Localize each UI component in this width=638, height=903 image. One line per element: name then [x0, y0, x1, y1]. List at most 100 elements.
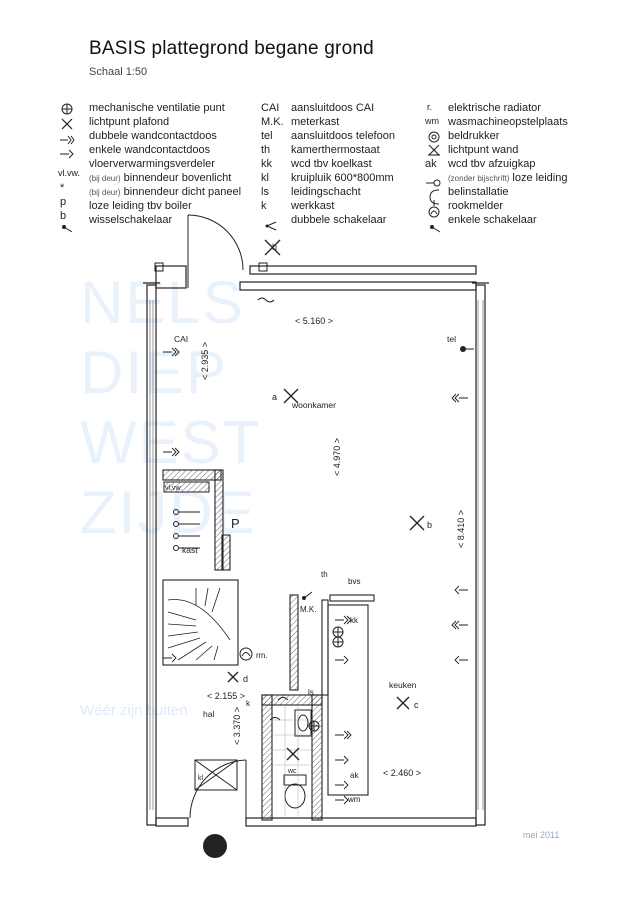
- label-c: c: [414, 700, 419, 710]
- legend-code: M.K.: [261, 116, 284, 128]
- scale-label: Schaal 1:50: [89, 66, 148, 78]
- switch-icon: [62, 225, 73, 232]
- smoke-detector-icon: [428, 206, 440, 218]
- watermark-line: NELS: [80, 269, 245, 336]
- legend-label: vloerverwarmingsverdeler: [89, 158, 215, 170]
- legend-label: wasmachineopstelplaats: [448, 116, 568, 128]
- legend-label: beldrukker: [448, 130, 500, 142]
- doorbell-icon: [154, 262, 268, 272]
- label-a: a: [272, 392, 277, 402]
- label-th: th: [321, 570, 328, 579]
- legend-label: aansluitdoos telefoon: [291, 130, 395, 142]
- legend-label: wisselschakelaar: [89, 214, 173, 226]
- legend-code: kk: [261, 158, 272, 170]
- room-kl: kl: [198, 775, 204, 782]
- date-label: mei 2011: [523, 830, 560, 840]
- dim-depth-hall: < 3.370 >: [232, 707, 242, 745]
- smoke-detector-icon: [239, 647, 253, 661]
- interior-walls: [162, 469, 375, 821]
- toilet: [283, 774, 307, 809]
- legend-label: lichtpunt plafond: [89, 116, 170, 128]
- legend-icons-col3: [426, 131, 441, 233]
- bell-installation-icon: [429, 189, 440, 206]
- label-ls: ls: [308, 688, 314, 697]
- label-h: h: [272, 242, 277, 252]
- legend-label: mechanische ventilatie punt: [89, 102, 225, 114]
- ceiling-light-icon: [61, 118, 73, 130]
- legend-label: wcd tbv afzuigkap: [448, 158, 536, 170]
- legend-label: werkkast: [291, 200, 335, 212]
- legend-label: kruipluik 600*800mm: [291, 172, 394, 184]
- rear-door: [189, 759, 247, 819]
- legend-label: (bij deur) binnendeur dicht paneel: [89, 186, 241, 198]
- legend-code: wm: [425, 116, 439, 126]
- dim-width-hall: < 2.155 >: [207, 691, 245, 701]
- label-mk: M.K.: [300, 605, 316, 614]
- dim-depth-total: < 8.410 >: [456, 510, 466, 548]
- legend: vl.vw. * p b mechanische ventilatie punt…: [0, 102, 638, 242]
- room-wc: wc: [287, 768, 297, 775]
- exterior-walls: [143, 265, 489, 827]
- dim-depth-living: < 4.970 >: [332, 438, 342, 476]
- legend-icons-col1: [60, 103, 75, 232]
- legend-prefix: (bij deur): [89, 188, 121, 197]
- label-ak: ak: [350, 771, 359, 780]
- doorstep-marker: [203, 834, 227, 858]
- legend-label: leidingschacht: [291, 186, 361, 198]
- room-keuken: keuken: [389, 680, 417, 690]
- legend-code: p: [60, 196, 67, 208]
- page-title: BASIS plattegrond begane grond: [89, 38, 374, 59]
- legend-label: (bij deur) binnendeur bovenlicht: [89, 172, 231, 184]
- wc-tiles: [272, 705, 312, 818]
- legend-label: (zonder bijschrift) loze leiding: [448, 172, 567, 184]
- legend-label: rookmelder: [448, 200, 504, 212]
- ventilation-icon: [61, 103, 73, 115]
- wall-left: [146, 284, 157, 826]
- legend-label: belinstallatie: [448, 186, 509, 198]
- label-cai: CAI: [174, 334, 188, 344]
- legend-label: lichtpunt wand: [448, 144, 519, 156]
- legend-code: kl: [261, 172, 269, 184]
- window-left: [149, 300, 154, 810]
- label-bvs: bvs: [348, 577, 360, 586]
- front-door: [187, 214, 244, 288]
- legend-label: enkele schakelaar: [448, 214, 537, 226]
- legend-code: CAI: [261, 102, 280, 114]
- plan-labels: CAI tel woonkamer kast keuken hal wc kl …: [165, 242, 456, 804]
- legend-code: vl.vw.: [58, 168, 81, 178]
- dimensions: < 5.160 > < 2.155 > < 2.460 > < 2.935 > …: [200, 316, 466, 778]
- wall-socket-icon: [163, 347, 468, 805]
- staircase: [167, 587, 231, 661]
- legend-code: ak: [425, 158, 437, 170]
- legend-label: enkele wandcontactdoos: [89, 144, 211, 156]
- legend-label: kamerthermostaat: [291, 144, 380, 156]
- dim-depth-left: < 2.935 >: [200, 342, 210, 380]
- room-kast: kast: [182, 545, 198, 555]
- dim-width-living: < 5.160 >: [295, 316, 333, 326]
- label-d: d: [243, 674, 248, 684]
- single-switch-icon: [430, 225, 441, 233]
- legend-label: loze leiding tbv boiler: [89, 200, 192, 212]
- dim-width-kitchen: < 2.460 >: [383, 768, 421, 778]
- room-hal: hal: [203, 709, 214, 719]
- doorbell-icon: [428, 131, 440, 143]
- legend-label-text: binnendeur dicht paneel: [123, 186, 242, 198]
- empty-conduit-icon: [426, 179, 441, 187]
- legend-code: ls: [261, 186, 269, 198]
- label-vlvw: vl.vw.: [165, 485, 182, 492]
- label-kk: kk: [350, 616, 359, 625]
- legend-code: tel: [261, 130, 273, 142]
- switch-icon: [257, 297, 313, 721]
- label-rm: rm.: [256, 651, 268, 660]
- legend-code: r.: [427, 102, 433, 112]
- ceiling-light-icon: [227, 239, 425, 761]
- label-p: P: [231, 516, 240, 531]
- ventilation-icon: [308, 626, 344, 732]
- sink: [294, 709, 312, 737]
- label-k: k: [246, 699, 251, 708]
- wall-right: [475, 284, 486, 826]
- label-tel: tel: [447, 334, 456, 344]
- window-right: [477, 300, 484, 810]
- wall-light-icon: [428, 144, 440, 156]
